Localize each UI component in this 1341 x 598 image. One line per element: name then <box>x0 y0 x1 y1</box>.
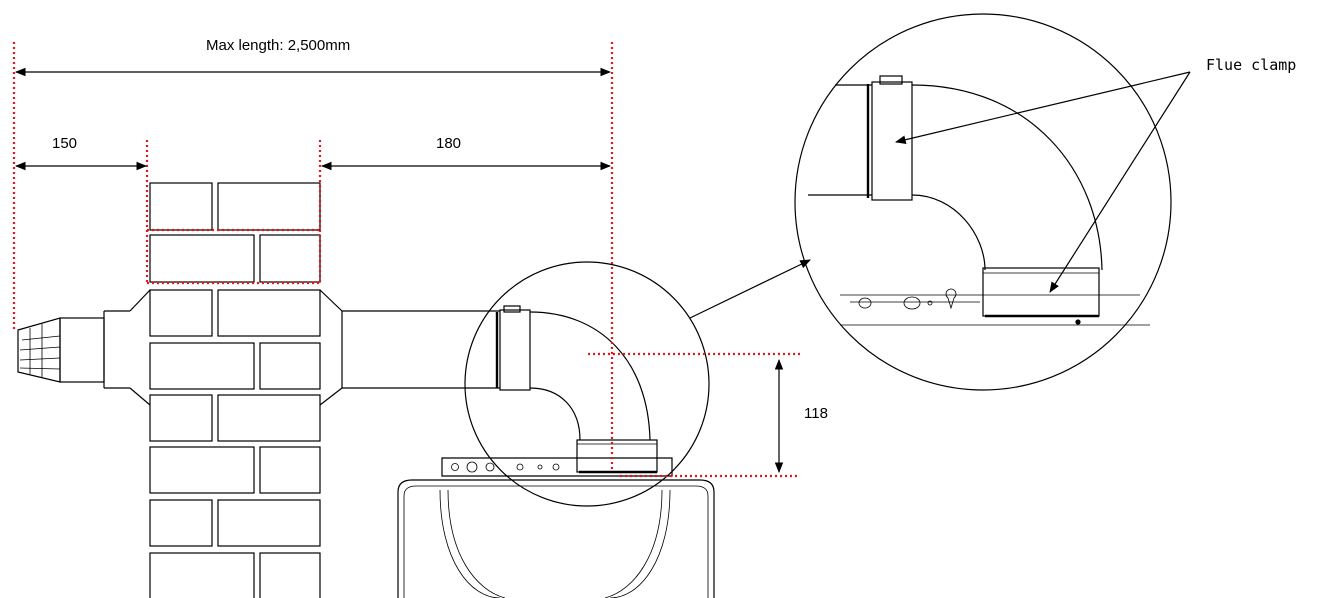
detail-view <box>689 13 1172 391</box>
dimension-guides <box>12 42 800 478</box>
boiler <box>397 457 715 598</box>
flue-elbow <box>495 305 658 474</box>
flue-clamp-arrows <box>894 71 1191 293</box>
dimension-arrows <box>14 67 784 474</box>
max-length-label: Max length: 2,500mm <box>206 37 350 54</box>
height-dimension-label: 118 <box>804 405 828 422</box>
right-dimension-label: 180 <box>436 135 461 152</box>
flue-pipe <box>17 289 500 406</box>
flue-clamp-label: Flue clamp <box>1206 56 1296 74</box>
left-dimension-label: 150 <box>52 135 77 152</box>
detail-callout-circle-large <box>794 13 1172 391</box>
zoom-pointer-arrow <box>689 259 811 319</box>
detail-callout-circle-small <box>464 261 710 507</box>
brick-wall <box>149 182 321 598</box>
